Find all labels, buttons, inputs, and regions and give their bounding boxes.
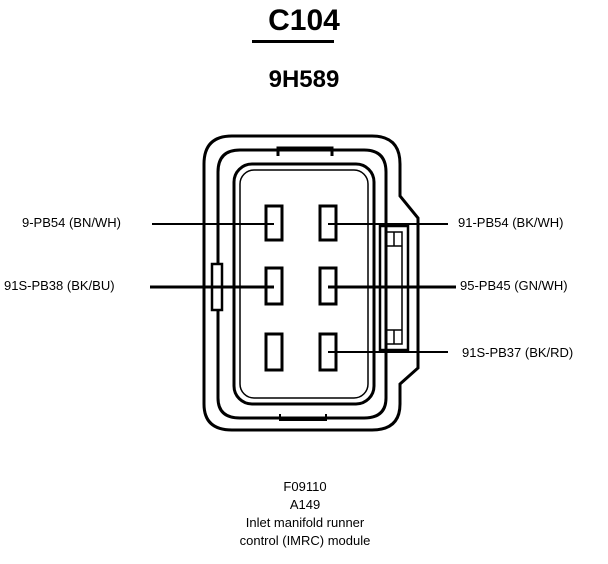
pin-label-right-top: 91-PB54 (BK/WH) <box>458 215 564 230</box>
connector-cavity <box>232 162 376 406</box>
connector-housing-outer <box>202 134 420 432</box>
bottom-key-tab <box>279 414 327 421</box>
part-number: 9H589 <box>268 66 340 93</box>
title-underline <box>252 40 334 43</box>
figure-code: F09110 <box>283 479 327 494</box>
component-name-line1: Inlet manifold runner <box>245 515 365 530</box>
component-name-line2: control (IMRC) module <box>239 533 371 548</box>
pin-label-left-top: 9-PB54 (BN/WH) <box>22 215 121 230</box>
terminal-cavity <box>264 332 284 372</box>
pin-label-right-middle: 95-PB45 (GN/WH) <box>460 278 568 293</box>
top-latch-tab <box>276 146 334 156</box>
pin-label-right-bottom: 91S-PB37 (BK/RD) <box>462 345 574 360</box>
connector-housing-wall <box>216 148 388 420</box>
location-code: A149 <box>289 497 321 512</box>
figure-caption: F09110 A149 Inlet manifold runner contro… <box>200 478 410 550</box>
pin-label-left-middle: 91S-PB38 (BK/BU) <box>4 278 115 293</box>
connector-cavity-inner <box>239 169 369 399</box>
connector-id-title: C104 <box>268 4 340 37</box>
